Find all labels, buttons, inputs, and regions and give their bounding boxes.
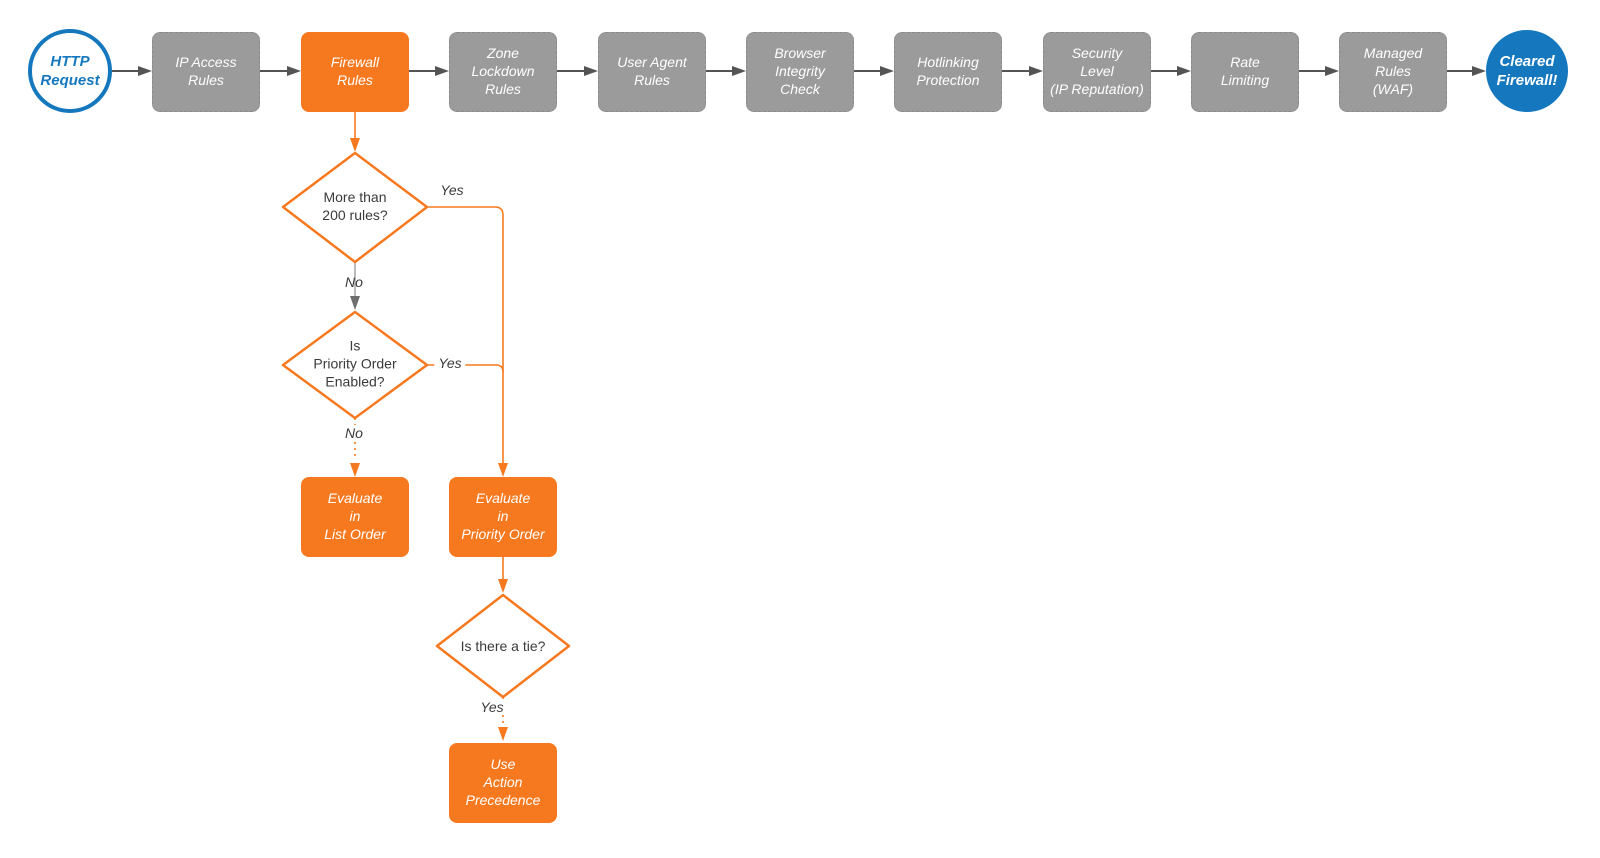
action-label: Use Action Precedence <box>465 756 541 808</box>
stage-browser-integrity-check: Browser Integrity Check <box>746 32 854 112</box>
decision-diamonds <box>281 151 571 699</box>
arrowhead-icon <box>287 66 301 76</box>
stage-label: Managed Rules (WAF) <box>1363 45 1423 97</box>
arrowhead-icon <box>1177 66 1191 76</box>
stage-zone-lockdown-rules: Zone Lockdown Rules <box>449 32 557 112</box>
arrowhead-icon <box>498 727 508 741</box>
arrowhead-icon <box>350 296 360 310</box>
stage-label: Browser Integrity Check <box>774 45 826 97</box>
arrowhead-icon <box>498 463 508 477</box>
orange-arrowheads <box>350 138 508 741</box>
edge-label-decision2-no: No <box>341 425 367 441</box>
start-node-label: HTTP Request <box>40 52 100 90</box>
edge-label-decision2-yes: Yes <box>434 355 466 371</box>
arrowhead-icon <box>584 66 598 76</box>
stage-label: Zone Lockdown Rules <box>471 45 535 97</box>
edge-label-decision1-yes: Yes <box>440 182 464 198</box>
decision1-label: More than 200 rules? <box>322 188 388 223</box>
stage-label: Security Level (IP Reputation) <box>1050 45 1144 97</box>
stage-ip-access-rules: IP Access Rules <box>152 32 260 112</box>
action-label: Evaluate in Priority Order <box>461 490 545 542</box>
arrowhead-icon <box>350 138 360 152</box>
end-node-label: Cleared Firewall! <box>1496 52 1558 90</box>
action-label: Evaluate in List Order <box>324 490 386 542</box>
arrowhead-icon <box>498 579 508 593</box>
action-evaluate-in-list-order: Evaluate in List Order <box>301 477 409 557</box>
arrowhead-icon <box>880 66 894 76</box>
decision2-diamond <box>281 310 429 420</box>
end-node-cleared-firewall: Cleared Firewall! <box>1486 30 1568 112</box>
connector-decision2-yes <box>427 364 504 373</box>
arrowhead-icon <box>1472 66 1486 76</box>
arrowhead-icon <box>732 66 746 76</box>
connector-decision1-yes <box>427 206 504 464</box>
top-row-arrowheads <box>138 66 1486 76</box>
edge-label-decision3-yes: Yes <box>476 699 508 715</box>
arrowhead-icon <box>435 66 449 76</box>
arrowhead-icon <box>1029 66 1043 76</box>
stage-firewall-rules: Firewall Rules <box>301 32 409 112</box>
stage-user-agent-rules: User Agent Rules <box>598 32 706 112</box>
arrowhead-icon <box>1325 66 1339 76</box>
arrowhead-icon <box>138 66 152 76</box>
action-use-action-precedence: Use Action Precedence <box>449 743 557 823</box>
stage-label: Rate Limiting <box>1220 54 1270 88</box>
decision2-label: Is Priority Order Enabled? <box>313 337 397 391</box>
stage-label: Firewall Rules <box>330 54 380 88</box>
stage-label: User Agent Rules <box>617 54 687 88</box>
stage-security-level: Security Level (IP Reputation) <box>1043 32 1151 112</box>
stage-rate-limiting: Rate Limiting <box>1191 32 1299 112</box>
decision3-diamond <box>435 593 571 699</box>
stage-hotlinking-protection: Hotlinking Protection <box>894 32 1002 112</box>
action-evaluate-in-priority-order: Evaluate in Priority Order <box>449 477 557 557</box>
stage-label: IP Access Rules <box>175 54 237 88</box>
arrowhead-icon <box>350 463 360 477</box>
start-node-http-request: HTTP Request <box>28 29 112 113</box>
decision1-diamond <box>281 151 429 264</box>
decision3-label: Is there a tie? <box>460 637 546 654</box>
stage-managed-rules-waf: Managed Rules (WAF) <box>1339 32 1447 112</box>
edge-label-decision1-no: No <box>345 274 363 290</box>
stage-label: Hotlinking Protection <box>916 54 980 88</box>
